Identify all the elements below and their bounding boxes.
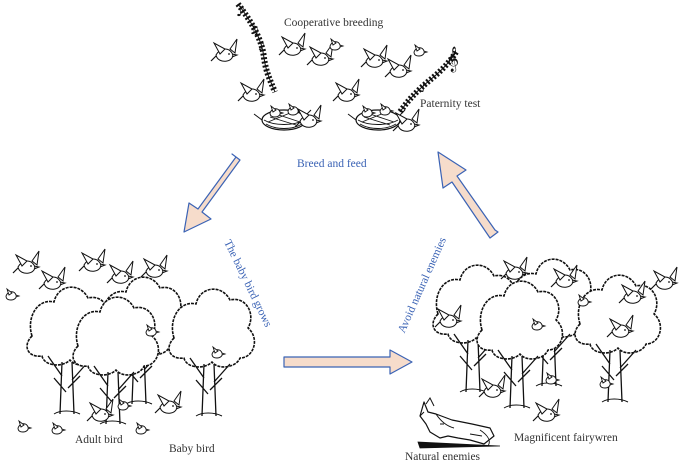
tree-icon [168, 288, 256, 417]
chick-icon [117, 398, 132, 411]
top-cluster: ♪ ♫ ♪ 𝄞 ♪ [210, 2, 459, 132]
bird-icon [38, 266, 66, 290]
bird-icon [478, 374, 506, 398]
bird-icon [650, 266, 678, 290]
chick-icon [17, 420, 32, 433]
bird-icon [140, 254, 168, 278]
adult-bird-label: Adult bird [75, 434, 123, 446]
bird-icon [278, 32, 306, 56]
magnificent-fairywren-label: Magnificent fairywren [514, 432, 618, 444]
bird-icon [78, 248, 106, 272]
right-forest [432, 256, 678, 422]
bird-icon [532, 398, 560, 422]
tree-icon [574, 274, 662, 403]
bird-icon [500, 256, 528, 280]
chick-icon [329, 38, 344, 51]
svg-text:♪: ♪ [236, 4, 245, 20]
bird-icon [106, 260, 134, 284]
paternity-test-label: Paternity test [420, 98, 481, 110]
tree-icon [72, 296, 160, 425]
bird-icon [360, 44, 388, 68]
arrow-breed-to-grow [183, 153, 241, 233]
svg-text:𝄞: 𝄞 [446, 46, 459, 72]
arrow-avoid-to-breed [437, 151, 499, 239]
chick-icon [545, 372, 560, 385]
bird-icon [306, 42, 334, 66]
bird-icon [237, 78, 265, 102]
bird-icon [210, 38, 238, 62]
svg-text:♪: ♪ [420, 82, 427, 95]
arrow-grow-to-avoid [283, 349, 413, 375]
bird-icon [384, 54, 412, 78]
chick-icon [51, 422, 66, 435]
left-forest [5, 248, 256, 435]
svg-text:♪: ♪ [258, 40, 265, 53]
chick-icon [599, 376, 614, 389]
chick-icon [135, 422, 150, 435]
bird-icon [12, 250, 40, 274]
natural-enemies-label: Natural enemies [405, 451, 481, 463]
breed-and-feed-label: Breed and feed [297, 158, 367, 170]
baby-bird-label: Baby bird [169, 443, 215, 455]
bird-icon [86, 398, 114, 422]
chick-icon [413, 44, 428, 57]
chick-icon [5, 288, 20, 301]
fox-icon [417, 397, 501, 449]
cooperative-breeding-label: Cooperative breeding [284, 17, 384, 29]
svg-text:♫: ♫ [249, 23, 260, 37]
bird-icon [332, 78, 360, 102]
bird-icon [154, 390, 182, 414]
